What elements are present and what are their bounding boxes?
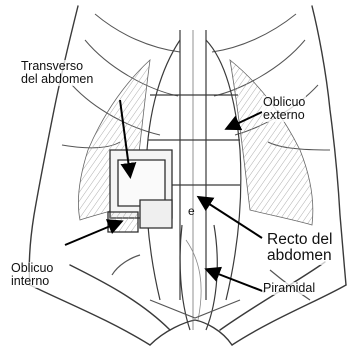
label-oblicuo-interno: Oblicuo interno [10, 262, 54, 288]
arrow-oblicuo-interno [65, 222, 120, 245]
label-oblicuo-externo: Oblicuo externo [262, 96, 306, 122]
label-transverso: Transverso del abdomen [20, 60, 94, 86]
transverse-cutaway [108, 150, 172, 232]
navel-marker: e [188, 205, 195, 218]
label-recto: Recto del abdomen [266, 232, 333, 265]
label-piramidal: Piramidal [262, 282, 316, 295]
